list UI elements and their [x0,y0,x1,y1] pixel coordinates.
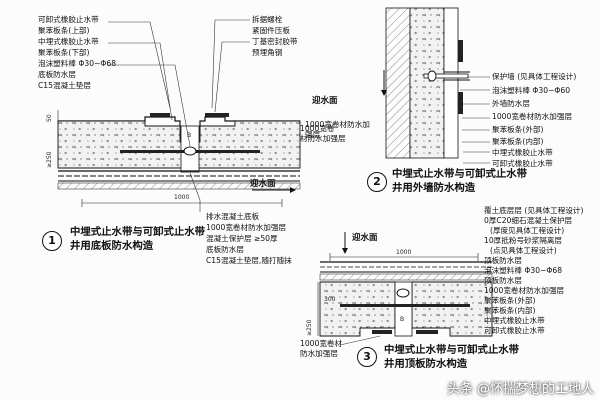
d3-label-right-5: 顶板防水层 [484,256,522,265]
d3-label-right-4: (点见具体工程设计) [490,246,557,255]
diagram1-slab [54,19,301,243]
d1-label-bottom-2: 混凝土保护层 ≥50厚 [206,234,278,243]
d2-label-right-3: 1000宽卷材防水加强层 [492,112,573,121]
d1-dim-1000: 1000 [174,194,190,201]
d3-label-right-6: 泡沫塑料棒 Φ30~Φ68 [484,266,563,275]
d2-label-right-6: 中埋式橡胶止水带 [492,148,553,157]
d2-label-right-2: 外墙防水层 [492,99,530,108]
d2-label-right-5: 聚苯板条(内部) [492,137,544,146]
d2-label-left: 1000宽卷材防水加强层 [305,120,370,139]
d2-face-label: 迎水面 [312,96,338,106]
d2-title-line2: 井用外墙防水构造 [392,182,476,194]
diagram3-roof [317,232,493,346]
d3-number-circle: 3 [357,347,377,367]
d3-label-right-12: 可卸式橡胶止水带 [484,326,545,335]
d3-title-line2: 井用顶板防水构造 [384,358,468,370]
d1-left-mid-label-line2: 材防水加强层 [300,133,346,143]
d1-title-line1: 中埋式止水带与可卸式止水带 [70,226,206,238]
d1-dim-250: ≥250 [46,151,53,168]
d3-dim-b: B [400,316,405,323]
watermark-text: 头条 @怀揣梦想的工地人 [446,382,594,397]
d1-title-line2: 井用底板防水构造 [70,240,154,252]
d3-face-label: 迎水面 [352,233,378,243]
d1-dim-50: 50 [46,114,53,122]
d3-label-right-1: 0厚C20细石混凝土保护层 [484,216,573,225]
d1-label-left-0: 可卸式橡胶止水带 [38,15,99,24]
d1-left-mid-label-line1: 1000宽卷 [300,124,335,133]
d1-label-right-2: 丁基密封胶带 [252,37,298,46]
d2-label-right-0: 保护墙 (见具体工程设计) [492,72,577,81]
d1-left-mid-label: 1000宽卷材防水加强层 [300,124,346,143]
d2-label-right-7: 可卸式橡胶止水带 [492,159,553,168]
d1-label-left-4: 泡沫塑料棒 Φ30~Φ68 [38,59,117,68]
d3-dim-250: ≥250 [306,319,313,336]
d3-label-right-11: 中埋式橡胶止水带 [484,316,545,325]
d3-label-right-2: (厚度见具体工程设计) [490,226,565,235]
d2-number-circle: 2 [367,172,387,192]
d3-label-right-9: 聚苯板条(外部) [484,296,536,305]
d1-label-left-3: 聚苯板条(下部) [38,48,90,57]
d3-label-right-0: 覆土底层层 (见具体工程设计) [484,206,584,215]
d1-label-left-6: C15混凝土垫层 [38,81,91,90]
d1-label-right-1: 紧固件压板 [252,26,290,35]
d1-label-left-1: 聚苯板条(上部) [38,26,90,35]
d3-label-left-1: 防水加强层 [300,349,338,358]
diagram2-wall [381,7,490,164]
d3-dim-1000: 1000 [396,249,412,256]
d1-label-bottom-3: 底板防水层 [206,245,244,254]
d1-label-bottom-4: C15混凝土垫层,随打随抹 [206,256,292,265]
d1-face-label: 迎水面 [250,179,276,189]
d1-label-bottom-0: 排水混凝土底板 [206,212,260,221]
d1-number-circle: 1 [42,231,62,251]
d3-label-right-8: 1000宽卷材防水加强层 [484,286,565,295]
d2-label-right-4: 聚苯板条(外部) [492,125,544,134]
d1-label-left-5: 底板防水层 [38,70,76,79]
d1-label-left-2: 中埋式橡胶止水带 [38,37,99,46]
d1-label-right-3: 预埋角钢 [252,48,283,57]
d2-title-line1: 中埋式止水带与可卸式止水带 [392,168,528,180]
d3-label-right-10: 聚苯板条(内部) [484,306,536,315]
d2-label-right-1: 泡沫塑料棒 Φ30~Φ60 [492,86,571,95]
d1-dim-b: B [187,132,192,139]
d3-label-right-3: 10厚抵粉号砂浆隔离层 [484,236,563,245]
d3-label-right-7: 顶板防水层 [484,276,522,285]
d1-label-right-0: 拆据螺栓 [252,15,283,24]
d3-dim-300: 300 [324,296,336,303]
d1-label-bottom-1: 1000宽卷材防水加强层 [206,223,287,232]
d3-label-left-0: 1000宽卷材 [300,339,343,348]
d3-title-line1: 中埋式止水带与可卸式止水带 [384,344,520,356]
